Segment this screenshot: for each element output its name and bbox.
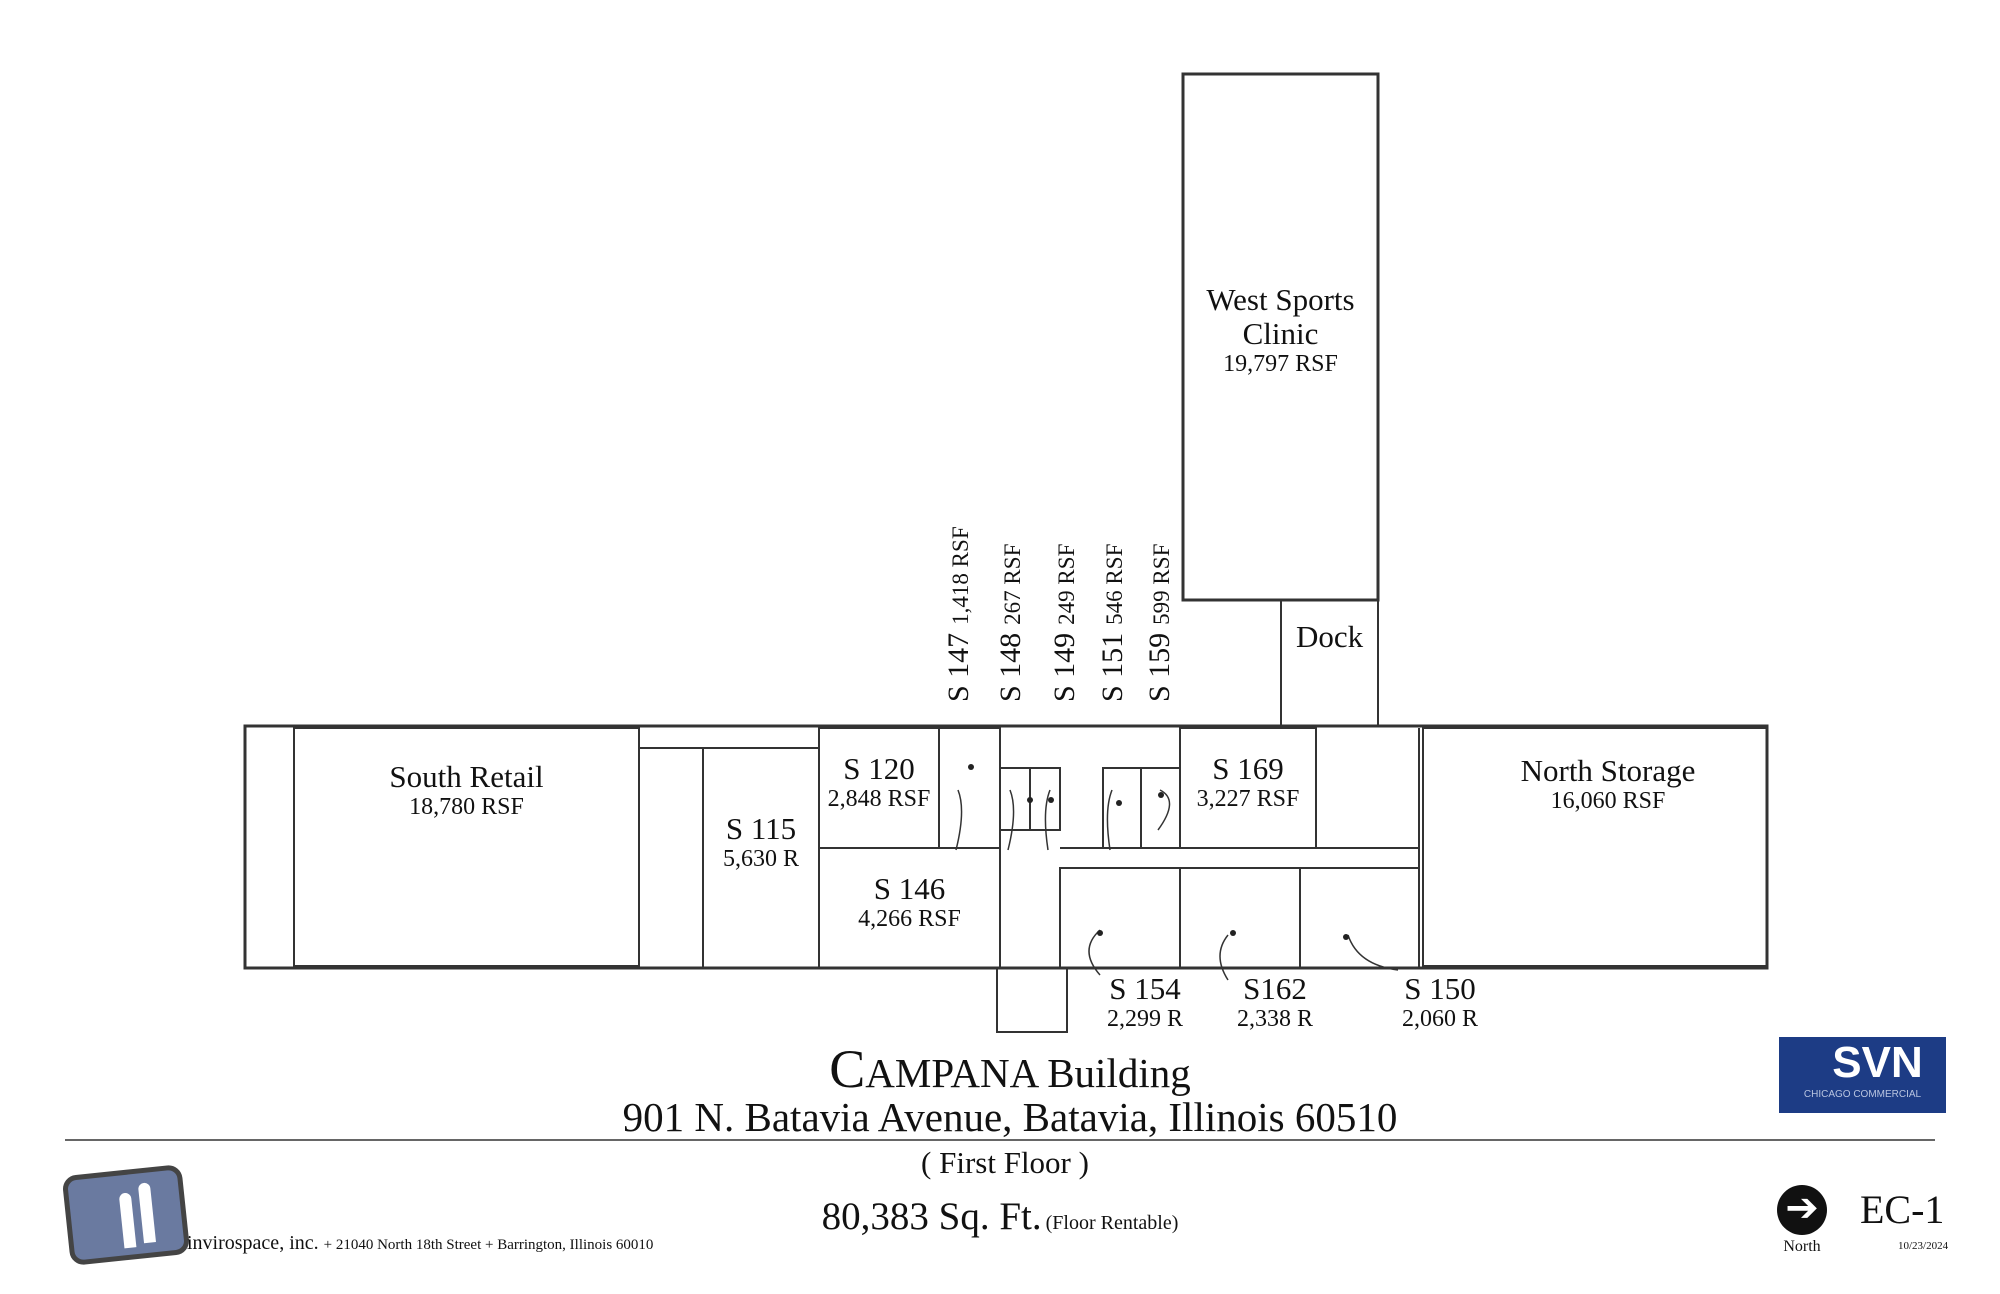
s147-outline (938, 727, 1001, 849)
company-address: + 21040 North 18th Street + Barrington, … (323, 1237, 654, 1253)
svn-logo: SVN CHICAGO COMMERCIAL (1779, 1037, 1946, 1113)
room-name: West Sports (1206, 282, 1355, 317)
company-name: invirospace, inc. (187, 1232, 319, 1254)
room-name: S 120 (843, 751, 915, 786)
room-size: 2,299 R (1106, 1006, 1183, 1033)
room-size: 546 RSF (1102, 543, 1127, 625)
room-name: S 169 (1212, 751, 1284, 786)
s147-label: S 147 1,418 RSF (942, 526, 976, 702)
invirospace-logo (61, 1163, 191, 1267)
s148-outline (999, 767, 1031, 831)
room-size: 16,060 RSF (1550, 788, 1666, 815)
s146-outline (818, 847, 1001, 969)
room-name: S 148 (994, 632, 1027, 702)
s159-label: S 159 599 RSF (1143, 544, 1177, 702)
building-title: CAMPANA Building (0, 1039, 2000, 1099)
room-size: 3,227 RSF (1196, 786, 1300, 813)
room-size: 18,780 RSF (409, 794, 524, 821)
room-name: S 115 (725, 811, 797, 846)
s159-outline (1140, 767, 1181, 849)
vestibule-outline (996, 967, 1068, 1033)
room-name: S 149 (1048, 632, 1081, 702)
room-size: 2,060 R (1401, 1006, 1478, 1033)
room-size: 2,848 RSF (827, 786, 931, 813)
room-name: S 146 (873, 871, 946, 906)
sheet-number: EC-1 (1860, 1187, 1945, 1232)
s151-label: S 151 546 RSF (1096, 544, 1130, 702)
floor-area: 80,383 Sq. Ft. (Floor Rentable) (0, 1195, 2000, 1239)
room-name: S 151 (1096, 632, 1129, 702)
svn-wordmark: SVN (1832, 1038, 1923, 1087)
room-name: S162 (1243, 971, 1307, 1006)
west-sports-clinic-label: West Sports Clinic 19,797 RSF (1183, 282, 1378, 378)
room-size: 1,418 RSF (948, 526, 973, 625)
north-label: North (1783, 1238, 1821, 1255)
floor-label: ( First Floor ) (921, 1145, 1089, 1180)
room-size: 2,338 R (1236, 1006, 1313, 1033)
room-name: North Storage (1520, 753, 1696, 788)
room-size: 599 RSF (1149, 543, 1174, 625)
svn-subtitle: CHICAGO COMMERCIAL (1803, 1089, 1922, 1100)
room-size: 19,797 RSF (1223, 351, 1338, 378)
building-address: 901 N. Batavia Avenue, Batavia, Illinois… (622, 1094, 1398, 1140)
room-name: Clinic (1242, 316, 1319, 352)
room-name: S 147 (942, 632, 975, 702)
s148-label: S 148 267 RSF (994, 544, 1028, 702)
room-size: 249 RSF (1054, 543, 1079, 625)
room-name: South Retail (389, 759, 544, 794)
s162-outline (1179, 867, 1301, 969)
area-value: 80,383 Sq. Ft. (821, 1195, 1042, 1238)
s154-outline (1059, 867, 1181, 969)
sheet-date: 10/23/2024 (1898, 1240, 1949, 1252)
north-arrow-icon: ➔ (1777, 1185, 1827, 1235)
dock-label: Dock (1296, 619, 1364, 654)
room-name: S 150 (1404, 971, 1476, 1006)
north-storage-outline (1422, 727, 1768, 967)
company-info: invirospace, inc. + 21040 North 18th Str… (187, 1232, 653, 1254)
room-name: S 159 (1143, 632, 1176, 702)
room-size: 5,630 R (722, 846, 799, 873)
room-name: S 154 (1109, 971, 1181, 1006)
s149-label: S 149 249 RSF (1048, 544, 1082, 702)
room-size: 267 RSF (1000, 543, 1025, 625)
area-note: (Floor Rentable) (1045, 1212, 1179, 1234)
title-rest: AMPANA Building (865, 1050, 1191, 1096)
title-initial: C (829, 1039, 866, 1099)
room-size: 4,266 RSF (858, 906, 961, 933)
